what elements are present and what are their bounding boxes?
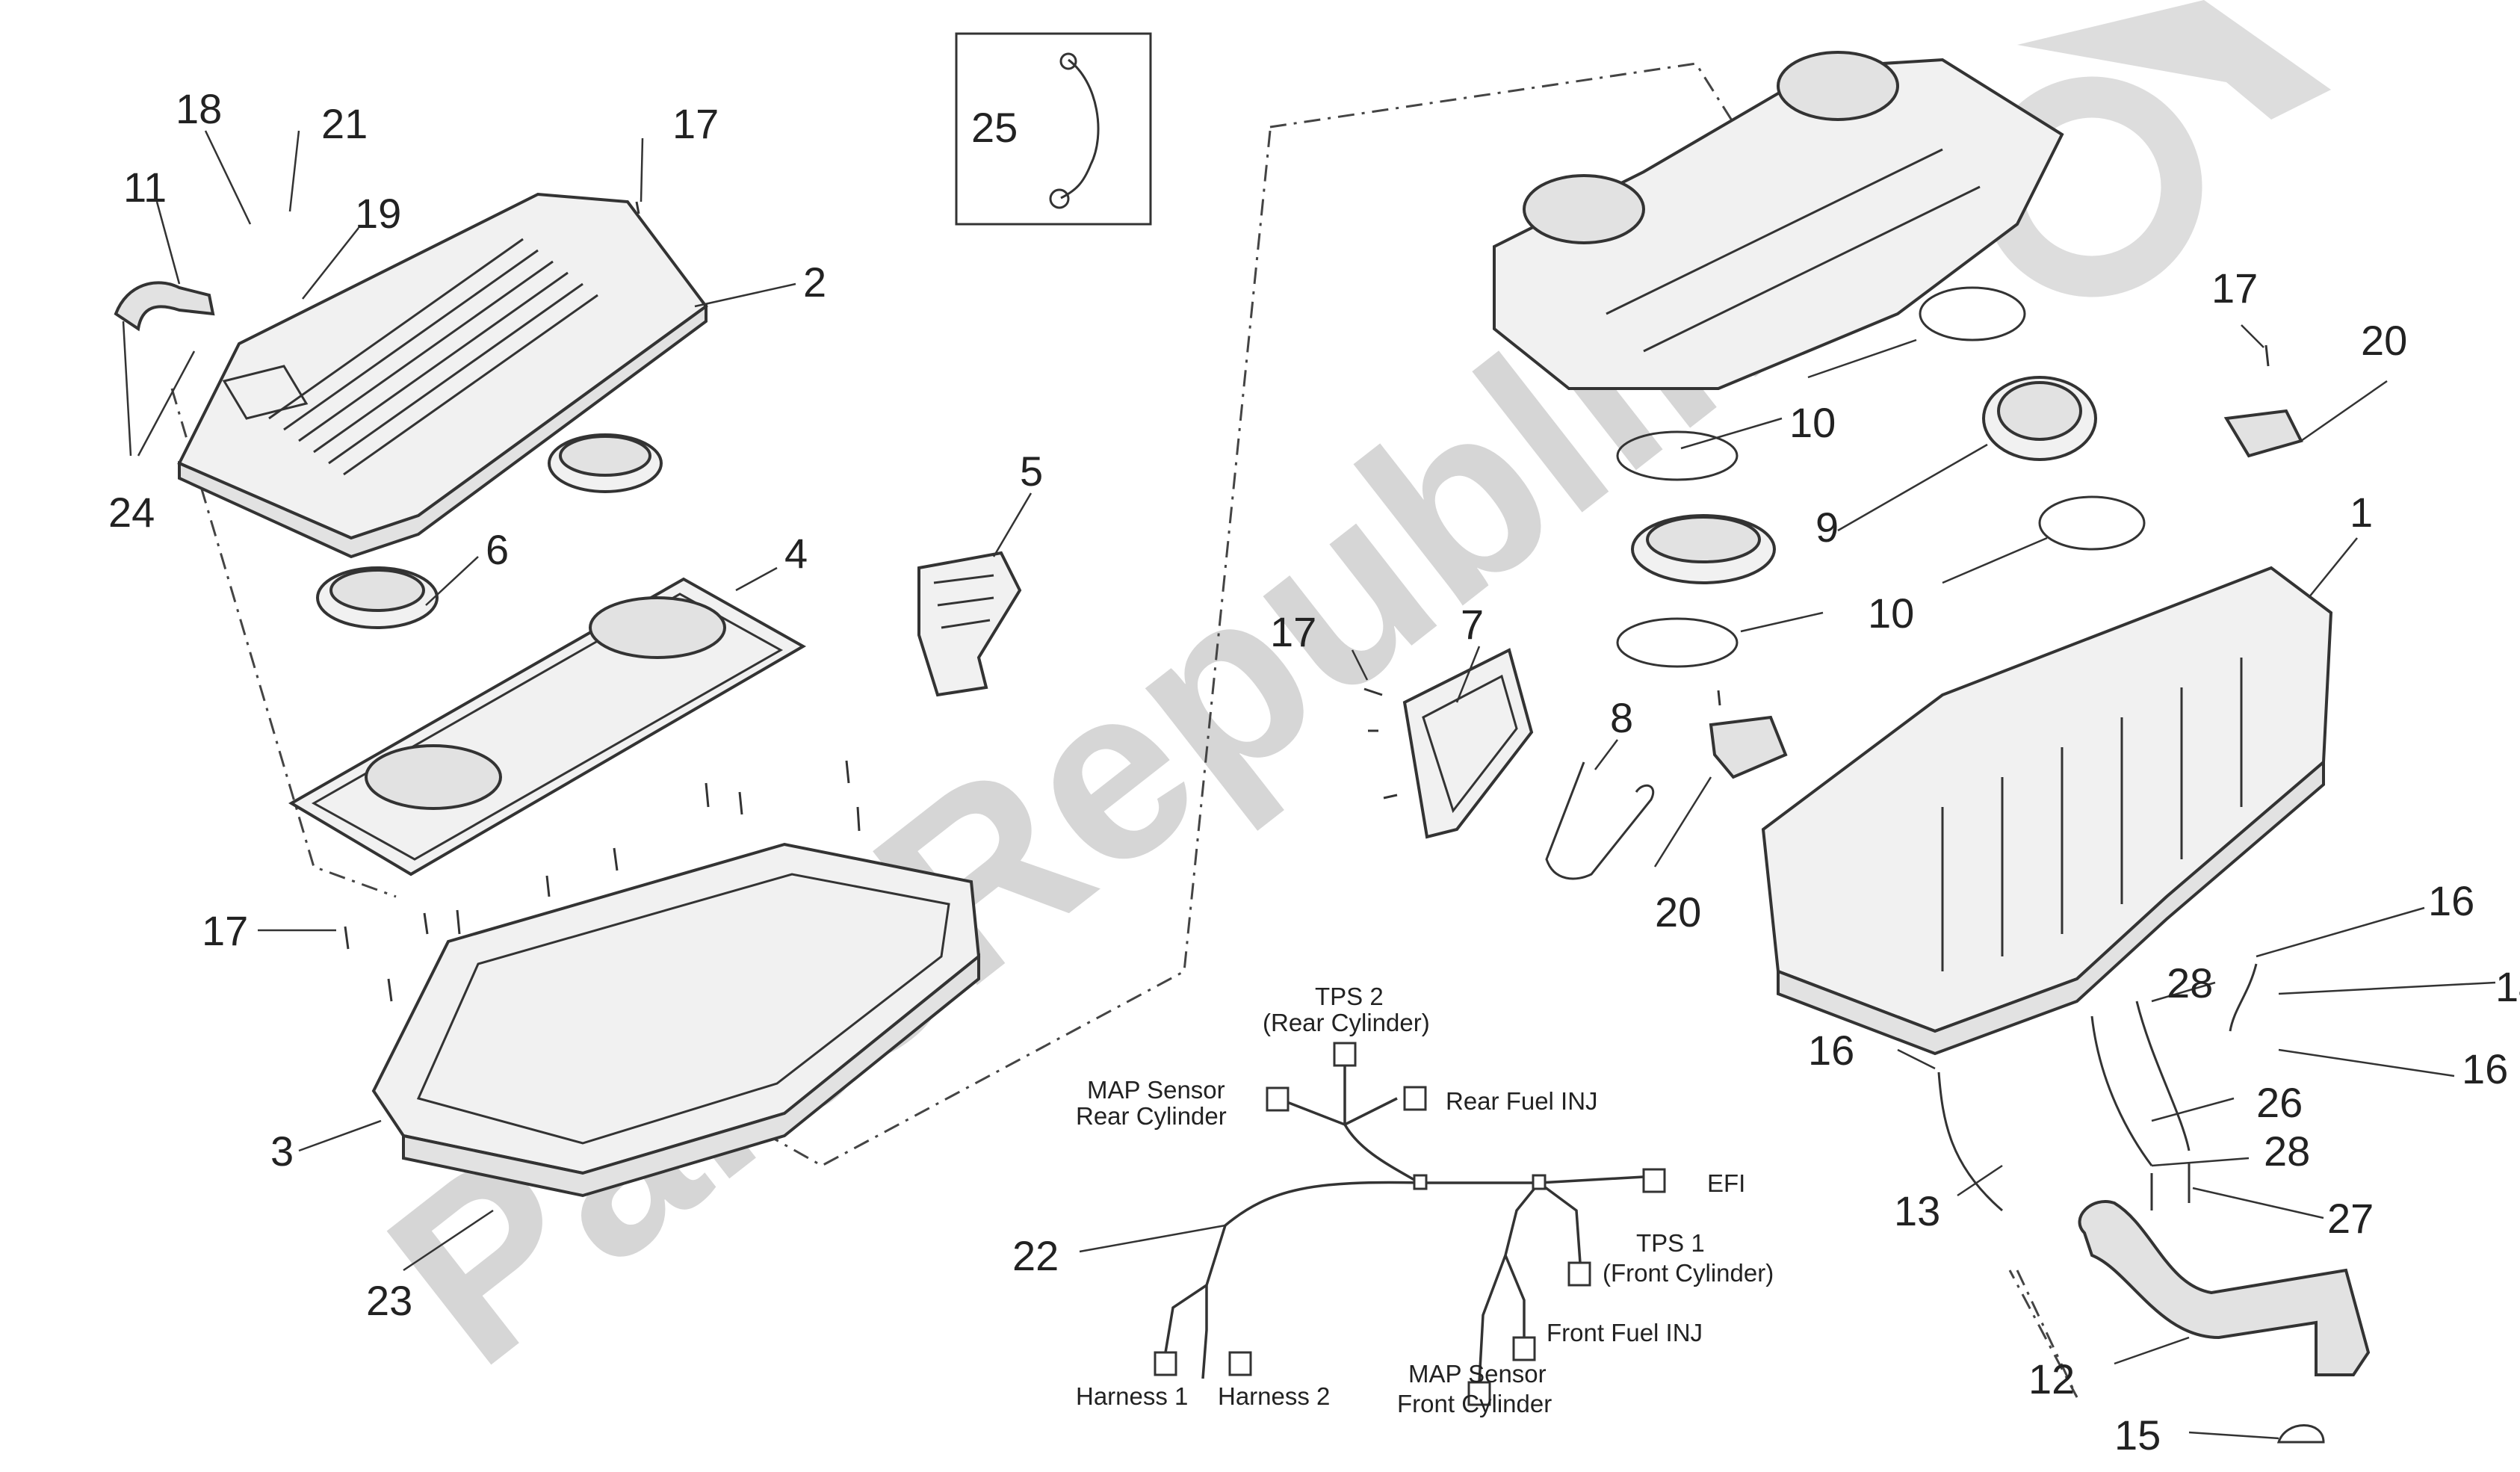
connector-rear-inj bbox=[1403, 1086, 1427, 1111]
callout-10b: 10 bbox=[1868, 590, 1914, 637]
part-26-hoses bbox=[2090, 1001, 2191, 1166]
callout-16a: 16 bbox=[2428, 877, 2474, 924]
callout-16c: 16 bbox=[1808, 1027, 1854, 1074]
label-map-rear: MAP Sensor bbox=[1087, 1076, 1225, 1104]
throttle-body-assembly bbox=[1493, 51, 2064, 390]
callout-24: 24 bbox=[108, 489, 155, 536]
part-9-intake-rubbers bbox=[1631, 376, 2097, 584]
connector-front-inj bbox=[1512, 1336, 1536, 1361]
callout-20b: 20 bbox=[1655, 888, 1701, 936]
dashed-guide-mid bbox=[702, 130, 1272, 1167]
callout-27: 27 bbox=[2327, 1195, 2374, 1242]
part-10-hose-clamps bbox=[1616, 286, 2146, 668]
harness-labels: TPS 2 (Rear Cylinder) MAP Sensor Rear Cy… bbox=[1076, 983, 1774, 1417]
callout-4: 4 bbox=[784, 530, 808, 577]
connector-map-rear bbox=[1266, 1086, 1290, 1112]
part-2-airbox-cover bbox=[177, 192, 708, 559]
callout-23: 23 bbox=[366, 1277, 412, 1324]
leader-lines bbox=[122, 130, 2496, 1440]
part-11-breather-hose bbox=[114, 281, 215, 332]
label-tps2: TPS 2 bbox=[1315, 983, 1384, 1010]
callout-20a: 20 bbox=[2361, 317, 2407, 364]
callout-17a: 17 bbox=[672, 100, 719, 147]
callout-22: 22 bbox=[1012, 1232, 1059, 1279]
part-25-box bbox=[955, 32, 1152, 226]
part-14-hose bbox=[2229, 963, 2258, 1032]
callout-21: 21 bbox=[321, 100, 368, 147]
part-1-airbox-tray bbox=[1761, 566, 2333, 1056]
dashed-guide-center bbox=[1269, 62, 1742, 135]
label-rear-fuel-inj: Rear Fuel INJ bbox=[1446, 1087, 1598, 1115]
label-harness1: Harness 1 bbox=[1076, 1382, 1188, 1410]
connector-efi bbox=[1642, 1168, 1666, 1193]
connector-tps2 bbox=[1333, 1042, 1357, 1067]
callout-5: 5 bbox=[1020, 448, 1043, 495]
callout-26: 26 bbox=[2256, 1079, 2303, 1126]
callout-11: 11 bbox=[123, 164, 167, 211]
callout-1: 1 bbox=[2350, 489, 2373, 536]
part-3-airbox-base bbox=[371, 842, 981, 1198]
part-6-rubber-rings bbox=[316, 433, 663, 629]
callout-17b: 17 bbox=[202, 907, 248, 954]
label-map-rear-sub: Rear Cylinder bbox=[1076, 1102, 1227, 1130]
part-15-clamp bbox=[2276, 1424, 2325, 1444]
wiring-harness-22 bbox=[1154, 1042, 1666, 1406]
callout-17d: 17 bbox=[2211, 265, 2258, 312]
callout-8: 8 bbox=[1610, 694, 1633, 741]
label-map-front-sub: Front Cylinder bbox=[1397, 1390, 1552, 1417]
callout-13: 13 bbox=[1894, 1187, 1940, 1234]
label-tps2-sub: (Rear Cylinder) bbox=[1263, 1009, 1430, 1036]
connector-map-front bbox=[1467, 1381, 1491, 1406]
callout-28b: 28 bbox=[2264, 1128, 2310, 1175]
dashed-guide-left bbox=[170, 388, 397, 898]
callout-15: 15 bbox=[2114, 1411, 2161, 1459]
part-20-sensors bbox=[1709, 409, 2303, 779]
label-efi: EFI bbox=[1707, 1169, 1745, 1197]
label-harness2: Harness 2 bbox=[1218, 1382, 1330, 1410]
part-8-wire-clip bbox=[1545, 761, 1654, 880]
callout-18: 18 bbox=[176, 85, 222, 132]
label-tps1: TPS 1 bbox=[1636, 1229, 1705, 1257]
callout-10a: 10 bbox=[1789, 399, 1836, 446]
label-tps1-sub: (Front Cylinder) bbox=[1603, 1259, 1774, 1287]
label-front-fuel-inj: Front Fuel INJ bbox=[1547, 1319, 1703, 1346]
label-map-front: MAP Sensor bbox=[1408, 1360, 1547, 1388]
part-27-bolts bbox=[2150, 1162, 2191, 1210]
connector-harness2 bbox=[1228, 1351, 1252, 1376]
part-4-air-filter bbox=[288, 577, 807, 876]
callout-3: 3 bbox=[270, 1128, 294, 1175]
callout-25: 25 bbox=[971, 104, 1018, 151]
part-5-intake-duct bbox=[917, 551, 1022, 697]
callout-17c: 17 bbox=[1270, 608, 1316, 655]
callout-9: 9 bbox=[1815, 504, 1839, 551]
callout-7: 7 bbox=[1461, 601, 1484, 648]
dashed-guide-right bbox=[2008, 1270, 2078, 1398]
screw-icons bbox=[344, 201, 2270, 1002]
callout-2: 2 bbox=[803, 259, 826, 306]
callout-19: 19 bbox=[355, 190, 401, 237]
callout-14: 14 bbox=[2495, 963, 2520, 1010]
part-13-hose bbox=[1937, 1071, 2003, 1212]
connector-tps1 bbox=[1567, 1261, 1591, 1287]
callout-12: 12 bbox=[2028, 1355, 2075, 1403]
part-12-drain-hose bbox=[2078, 1200, 2371, 1376]
callout-16b: 16 bbox=[2462, 1045, 2508, 1092]
callout-28a: 28 bbox=[2167, 959, 2213, 1006]
callout-numbers: 1 2 3 4 5 6 7 8 9 10 10 11 12 13 14 15 1… bbox=[108, 85, 2520, 1459]
part-7-reed-valve bbox=[1402, 648, 1534, 839]
callout-6: 6 bbox=[486, 526, 509, 573]
connector-harness1 bbox=[1154, 1351, 1177, 1376]
